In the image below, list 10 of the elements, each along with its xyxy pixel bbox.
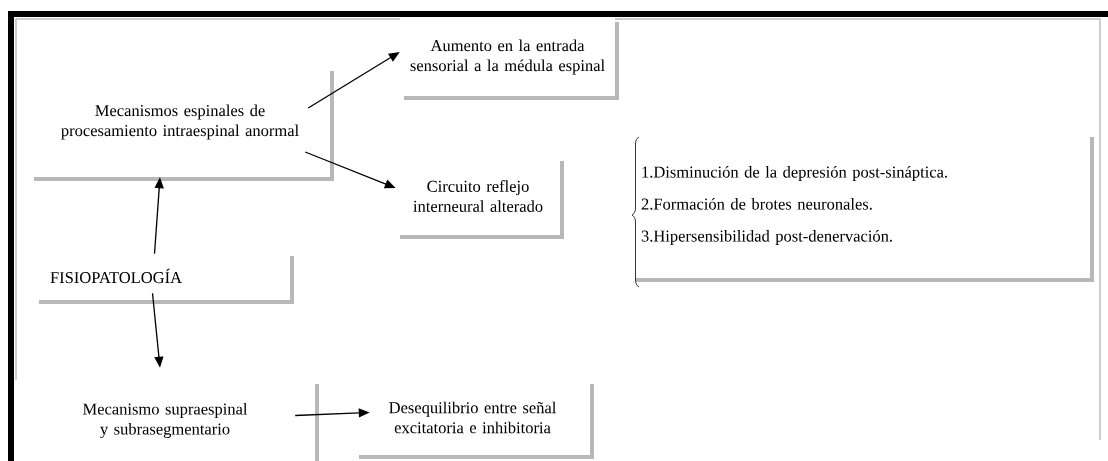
title-box: FISIOPATOLOGÍA xyxy=(35,252,294,304)
node-label: FISIOPATOLOGÍA xyxy=(50,268,182,284)
text-box: Mecanismo supraespinal y subrasegmentario xyxy=(15,380,319,461)
text-box: Aumento en la entrada sensorial a la médula espinal xyxy=(400,18,619,100)
list-box: 1.Disminución de la depresión post-sináptica. 2.Formación de brotes neuronales. 3.Hipersensibilidad post-denervación. xyxy=(632,133,1094,282)
node-label: Mecanismo supraespinal y subrasegmentario xyxy=(83,403,248,439)
text-box: Mecanismos espinales de procesamiento intraespinal anormal xyxy=(30,67,334,181)
node-label: Desequilibrio entre señal excitatoria e inhibitoria xyxy=(389,401,557,434)
text-box: Circuito reflejo interneural alterado xyxy=(396,157,564,239)
text-box: Desequilibrio entre señal excitatoria e inhibitoria xyxy=(355,380,594,459)
